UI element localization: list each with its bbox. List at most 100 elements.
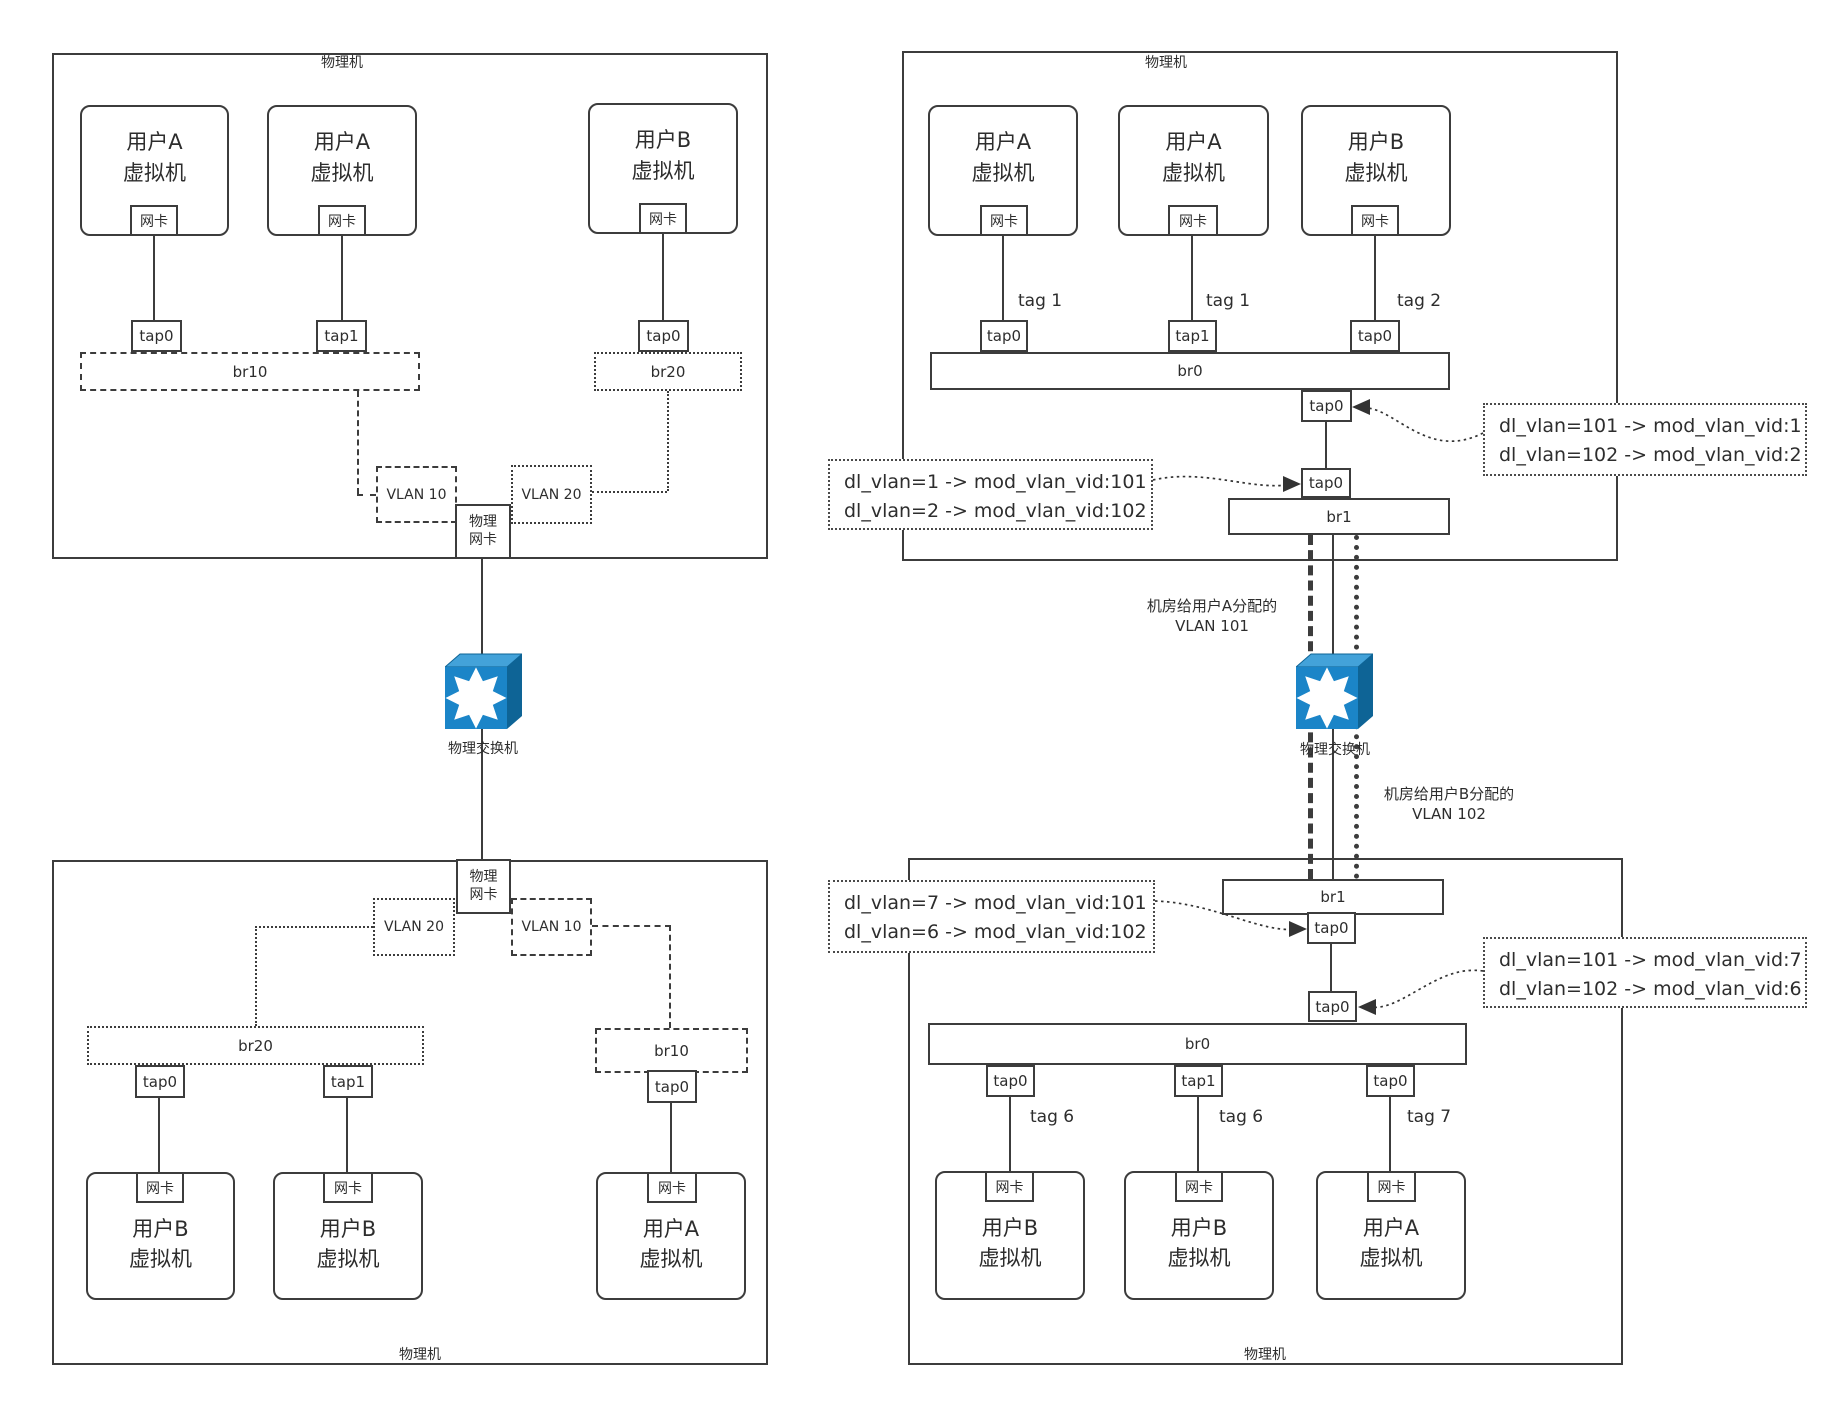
- connector-line: [341, 236, 343, 320]
- machine-title: 物理机: [1244, 1347, 1286, 1363]
- nic-box: 网卡: [318, 205, 366, 236]
- tag-label: tag 2: [1397, 291, 1442, 311]
- machine-bottom-left: [52, 860, 768, 1365]
- flow-rule-line: dl_vlan=102 -> mod_vlan_vid:6: [1499, 977, 1802, 1000]
- bridge-box-br0: br0: [930, 352, 1450, 390]
- tag-label: tag 7: [1407, 1107, 1452, 1127]
- machine-bottom-right: [908, 858, 1623, 1365]
- vm-label: 虚拟机: [1162, 160, 1225, 185]
- tap-box-patch-in: tap0: [1307, 912, 1356, 944]
- physical-nic-box: 物理 网卡: [456, 859, 511, 914]
- tag-label: tag 1: [1206, 291, 1251, 311]
- bridge-box-br1: br1: [1228, 498, 1450, 535]
- nic-box: 网卡: [323, 1172, 373, 1203]
- bridge-box-br10: br10: [595, 1028, 748, 1073]
- flow-rule-line: dl_vlan=102 -> mod_vlan_vid:2: [1499, 443, 1802, 466]
- tap-box: tap0: [131, 320, 182, 352]
- vlan10-br10-link: [669, 925, 671, 1028]
- vm-label: 用户B: [1347, 130, 1405, 155]
- vm-label: 用户A: [1165, 130, 1222, 155]
- vm-label: 虚拟机: [316, 1247, 380, 1272]
- tap-box: tap0: [647, 1070, 697, 1103]
- vm-label: 虚拟机: [129, 1247, 192, 1272]
- physical-switch-icon: [1296, 653, 1373, 729]
- tag-label: tag 1: [1018, 291, 1063, 311]
- machine-title: 物理机: [1145, 55, 1187, 71]
- br10-vlan10-link: [357, 391, 359, 494]
- machine-top-right: [902, 51, 1618, 561]
- vm-label: 虚拟机: [1344, 160, 1408, 185]
- flow-rule-annotation: dl_vlan=1 -> mod_vlan_vid:101 dl_vlan=2 …: [828, 459, 1153, 530]
- connector-line: [346, 1098, 348, 1172]
- vlan101-caption-line: 机房给用户A分配的: [1146, 597, 1278, 615]
- nic-box: 网卡: [1351, 205, 1399, 236]
- connector-line: [1374, 236, 1376, 320]
- vm-label: 用户A: [1362, 1216, 1420, 1240]
- connector-line: [1389, 1097, 1391, 1172]
- nic-box: 网卡: [1168, 205, 1218, 236]
- vlan20-br20-link: [255, 926, 373, 928]
- tap-box: tap1: [323, 1065, 373, 1098]
- flow-rule-annotation: dl_vlan=101 -> mod_vlan_vid:1 dl_vlan=10…: [1483, 403, 1807, 476]
- tap-box: tap0: [1350, 320, 1400, 352]
- connector-line: [1197, 1097, 1199, 1172]
- physical-nic-box: 物理 网卡: [455, 504, 511, 559]
- flow-rule-line: dl_vlan=1 -> mod_vlan_vid:101: [844, 471, 1147, 493]
- vm-label: 用户B: [1170, 1216, 1228, 1240]
- flow-rule-line: dl_vlan=2 -> mod_vlan_vid:102: [844, 499, 1147, 522]
- nic-box: 网卡: [1367, 1171, 1416, 1202]
- vm-box-userB-2: 用户B 虚拟机: [273, 1172, 423, 1300]
- tap-box-patch-out: tap0: [1308, 991, 1357, 1022]
- vlan20-br20-link: [255, 926, 257, 1026]
- vm-label: 虚拟机: [978, 1246, 1042, 1271]
- vlan20-box: VLAN 20: [511, 465, 592, 524]
- vm-label: 用户B: [634, 128, 692, 153]
- connector-line: [1009, 1097, 1011, 1172]
- tap-box: tap1: [1174, 1065, 1223, 1097]
- vm-label: 用户A: [974, 130, 1032, 155]
- connector-line: [153, 236, 155, 320]
- vlan102-caption-line: VLAN 102: [1412, 804, 1486, 823]
- connector-line: [1191, 236, 1193, 320]
- nic-box: 网卡: [136, 1172, 184, 1203]
- tap-box: tap1: [1168, 320, 1217, 352]
- nic-box: 网卡: [1175, 1171, 1223, 1202]
- tap-box: tap0: [980, 320, 1028, 352]
- bridge-box-br10: br10: [80, 352, 420, 391]
- vm-label: 虚拟机: [123, 160, 186, 185]
- nic-box: 网卡: [647, 1172, 697, 1203]
- vlan102-caption: 机房给用户B分配的 VLAN 102: [1349, 785, 1549, 824]
- connector-line: [1325, 422, 1327, 468]
- br20-vlan20-link: [667, 391, 669, 491]
- tap-box: tap0: [1366, 1065, 1415, 1097]
- flow-rule-line: dl_vlan=101 -> mod_vlan_vid:7: [1499, 949, 1802, 971]
- tap-box: tap0: [986, 1065, 1035, 1097]
- vlan20-box: VLAN 20: [373, 898, 455, 956]
- nic-box: 网卡: [130, 205, 178, 236]
- vm-label: 用户A: [126, 130, 183, 155]
- tap-box-patch-out: tap0: [1301, 390, 1352, 422]
- flow-rule-annotation: dl_vlan=101 -> mod_vlan_vid:7 dl_vlan=10…: [1483, 937, 1807, 1008]
- tap-box: tap0: [135, 1065, 185, 1098]
- nic-box: 网卡: [980, 205, 1028, 236]
- physical-nic-label: 网卡: [469, 531, 497, 548]
- tap-box-patch-in: tap0: [1301, 468, 1351, 498]
- br20-vlan20-link: [592, 491, 667, 493]
- vm-label: 用户A: [313, 130, 371, 155]
- vm-label: 用户B: [981, 1216, 1039, 1240]
- nic-box: 网卡: [639, 203, 687, 234]
- connector-line: [1330, 944, 1332, 991]
- vlan10-box: VLAN 10: [376, 466, 457, 523]
- switch-label: 物理交换机: [448, 741, 518, 757]
- vlan101-caption-line: VLAN 101: [1175, 616, 1249, 635]
- vm-box-userA-2: 用户A 虚拟机: [1118, 105, 1269, 236]
- vm-label: 用户B: [132, 1217, 189, 1241]
- flow-rule-line: dl_vlan=101 -> mod_vlan_vid:1: [1499, 415, 1802, 437]
- tap-box: tap0: [638, 320, 689, 352]
- switch-label: 物理交换机: [1300, 742, 1370, 758]
- br10-vlan10-link: [357, 494, 376, 496]
- vm-label: 虚拟机: [1359, 1246, 1423, 1271]
- vm-label: 用户B: [319, 1217, 377, 1241]
- flow-rule-annotation: dl_vlan=7 -> mod_vlan_vid:101 dl_vlan=6 …: [828, 880, 1155, 953]
